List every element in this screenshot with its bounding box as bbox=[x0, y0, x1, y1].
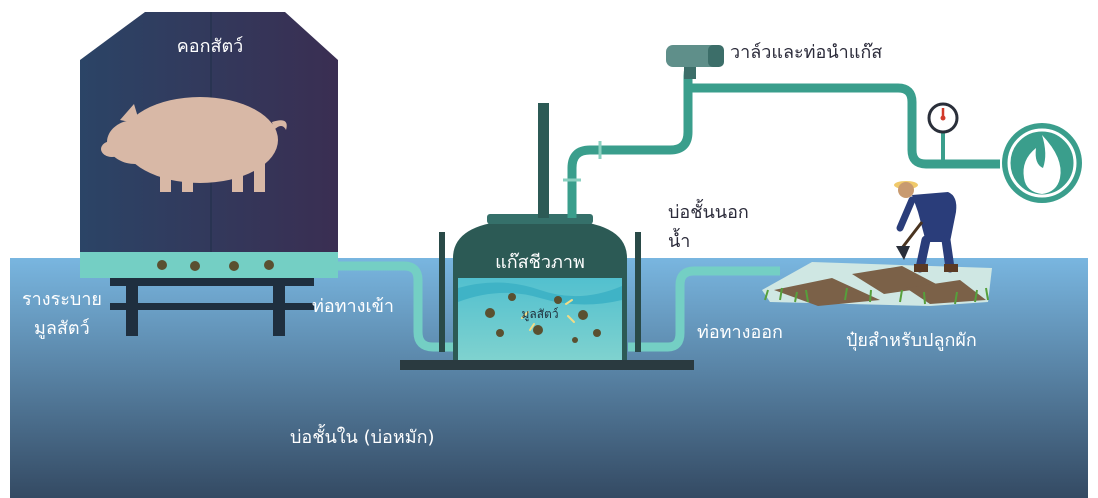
flame-icon bbox=[1002, 123, 1082, 203]
label-drain-line2: มูลสัตว์ bbox=[34, 318, 90, 339]
label-fertilizer: ปุ๋ยสำหรับปลูกผัก bbox=[846, 330, 977, 351]
pig-icon bbox=[101, 97, 287, 192]
label-drain-line1: รางระบาย bbox=[22, 289, 102, 310]
vegetable-field bbox=[762, 262, 992, 306]
valve-icon bbox=[666, 45, 724, 79]
label-manure: มูลสัตว์ bbox=[521, 307, 558, 322]
digester-pit bbox=[439, 232, 641, 352]
manure-drops bbox=[157, 260, 274, 271]
inlet-pipe bbox=[338, 261, 460, 352]
slurry-particles bbox=[485, 293, 601, 343]
gas-bubbles bbox=[521, 299, 575, 331]
label-outlet-pipe: ท่อทางออก bbox=[697, 322, 783, 343]
label-pen: คอกสัตว์ bbox=[177, 36, 244, 57]
label-inlet-pipe: ท่อทางเข้า bbox=[312, 296, 394, 317]
pressure-gauge-icon bbox=[927, 102, 959, 164]
label-outer-pond: บ่อชั้นนอก bbox=[668, 199, 749, 223]
digester-tank bbox=[400, 103, 694, 370]
label-inner-pond: บ่อชั้นใน (บ่อหมัก) bbox=[290, 424, 434, 448]
label-gas-valve: วาล์วและท่อนำแก๊ส bbox=[730, 42, 882, 63]
gas-pipe-to-burner bbox=[690, 83, 1000, 169]
label-water: น้ำ bbox=[668, 228, 690, 252]
outlet-pipe bbox=[628, 266, 780, 352]
farmer-icon bbox=[894, 181, 958, 273]
gas-pipe bbox=[567, 55, 705, 218]
label-biogas: แก๊สชีวภาพ bbox=[495, 252, 585, 273]
